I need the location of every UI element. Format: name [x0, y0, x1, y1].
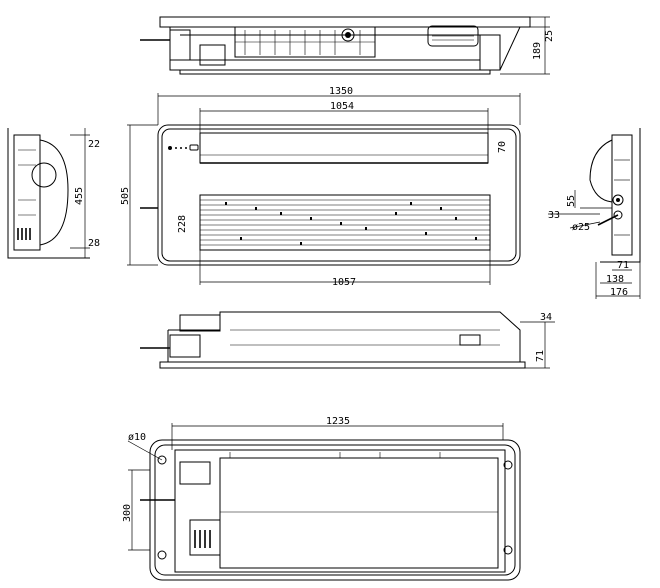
dim-left-28: 28 [88, 238, 100, 249]
front-view [140, 124, 521, 266]
dim-top-25: 25 [544, 30, 555, 42]
dim-front-505: 505 [120, 187, 131, 205]
bottom-view-dims: 34 71 [520, 312, 555, 369]
dim-rear-300: 300 [122, 504, 133, 522]
dim-front-228: 228 [177, 215, 188, 233]
dim-right-55: 55 [566, 195, 577, 207]
top-view [140, 16, 531, 75]
dim-front-1057: 1057 [332, 277, 356, 288]
bottom-view [140, 311, 526, 369]
dim-right-71: 71 [617, 260, 629, 271]
top-view-dims: 25 189 [500, 16, 555, 75]
dim-left-22: 22 [88, 139, 100, 150]
dim-right-33: 33 [548, 210, 560, 221]
dim-left-455: 455 [74, 187, 85, 205]
dim-bottom-71: 71 [535, 350, 546, 362]
dim-rear-dia10: ø10 [128, 432, 146, 443]
front-view-dims: 1350 1054 70 505 228 1057 [120, 86, 521, 288]
dim-right-138: 138 [606, 274, 624, 285]
dim-right-dia25: ø25 [572, 222, 590, 233]
indicator-lights-icon [168, 144, 199, 151]
rear-view [140, 439, 521, 581]
dim-right-176: 176 [610, 287, 628, 298]
dim-front-1054: 1054 [330, 101, 354, 112]
dim-top-189: 189 [532, 42, 543, 60]
dim-front-1350: 1350 [329, 86, 353, 97]
rear-view-dims: 1235 ø10 300 [122, 416, 504, 551]
dim-bottom-34: 34 [540, 312, 552, 323]
dim-front-70: 70 [497, 141, 508, 153]
dim-rear-1235: 1235 [326, 416, 350, 427]
left-side-view: 22 455 28 [7, 128, 100, 259]
right-side-view: 55 33 ø25 71 138 176 [548, 128, 641, 299]
